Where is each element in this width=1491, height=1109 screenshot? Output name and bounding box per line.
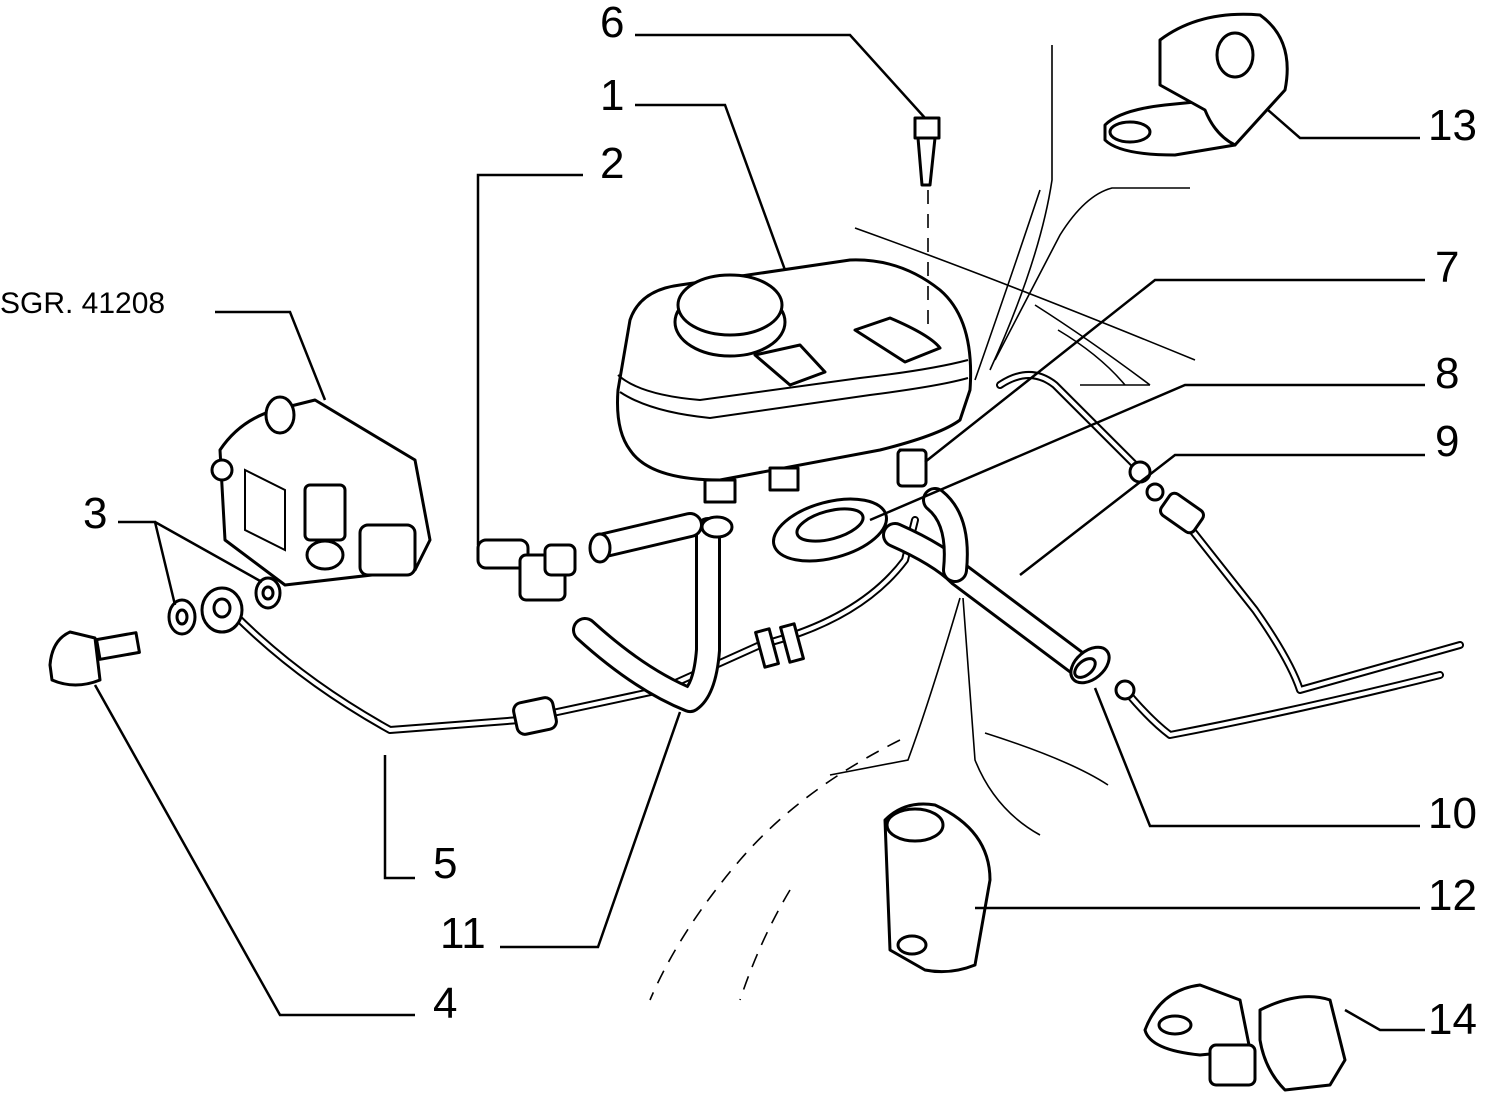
- reservoir: [616, 258, 973, 504]
- screw: [913, 116, 941, 330]
- callout-4: 4: [433, 979, 457, 1028]
- grommet: [772, 497, 888, 563]
- washers: [167, 576, 282, 636]
- return-hose: [572, 512, 734, 713]
- banjo-bolt: [48, 586, 244, 687]
- callout-9: 9: [1435, 417, 1459, 466]
- callout-1: 1: [600, 71, 624, 120]
- callout-14: 14: [1428, 995, 1477, 1044]
- callout-10: 10: [1428, 789, 1477, 838]
- reference-label: SGR. 41208: [0, 287, 165, 320]
- background-contours: [649, 45, 1196, 1001]
- callout-5: 5: [433, 839, 457, 888]
- union: [896, 448, 928, 488]
- leader-lines: [93, 33, 1425, 1032]
- hose-clip: [1069, 645, 1111, 685]
- callout-labels: SGR. 41208 6 1 2 3 4 5 11 13 7 8 9 10 12…: [0, 0, 1477, 1044]
- support-bracket: [1143, 983, 1347, 1092]
- callout-11: 11: [440, 909, 486, 958]
- pump: [210, 395, 432, 587]
- callout-7: 7: [1435, 243, 1459, 292]
- callout-6: 6: [600, 0, 624, 47]
- feed-hose: [882, 487, 1093, 678]
- pipe-clip: [883, 802, 992, 974]
- callout-13: 13: [1428, 101, 1477, 150]
- callout-2: 2: [600, 139, 624, 188]
- callout-3: 3: [83, 489, 107, 538]
- callout-12: 12: [1428, 871, 1477, 920]
- tee-connector: [476, 538, 577, 602]
- bracket: [1103, 12, 1289, 157]
- brake-pipes: [996, 371, 1464, 739]
- callout-8: 8: [1435, 349, 1459, 398]
